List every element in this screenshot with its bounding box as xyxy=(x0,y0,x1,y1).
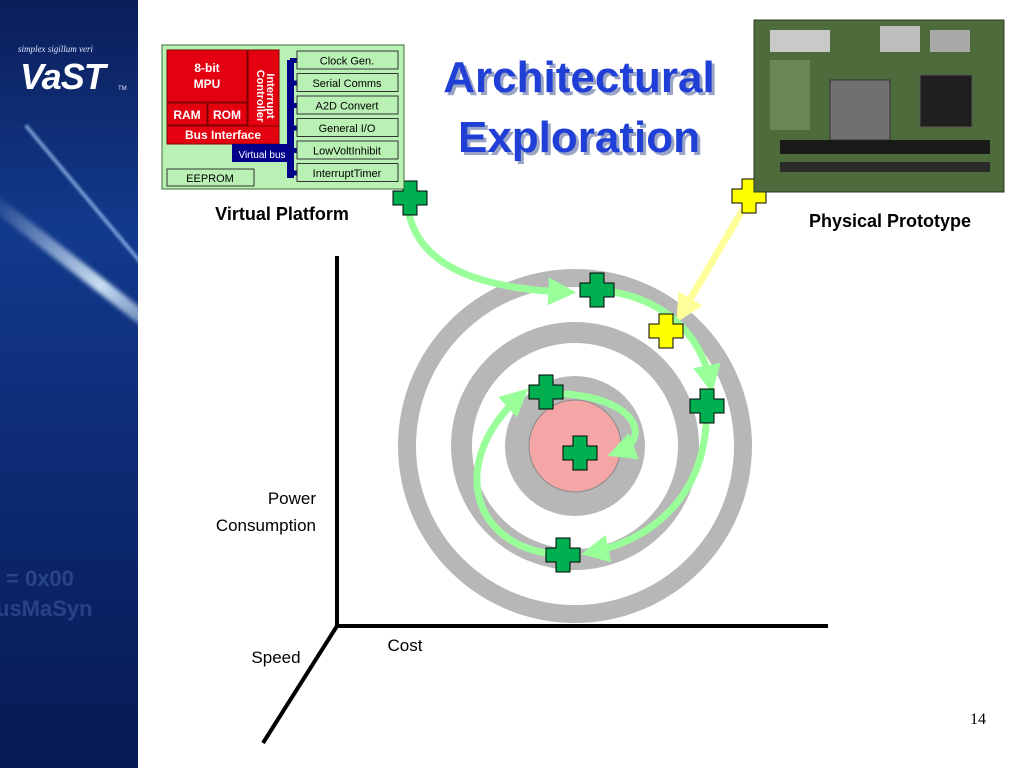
peripheral-label: LowVoltInhibit xyxy=(313,146,381,158)
cross-green-outer xyxy=(579,272,615,308)
arrow-outer-to-right xyxy=(609,288,721,393)
peripheral-box xyxy=(296,95,399,115)
cross-green-center xyxy=(562,435,598,471)
slide-title: Architectural Architectural Exploration … xyxy=(443,53,717,165)
peripheral-connector xyxy=(290,103,297,108)
peripheral-connector xyxy=(290,148,297,153)
peripheral-label: InterruptTimer xyxy=(313,168,382,180)
logo-tagline: simplex sigillum veri xyxy=(18,44,93,54)
cross-yellow-outer xyxy=(648,313,684,349)
virtual-platform-diagram: 8-bit MPU Interrupt Controller RAM ROM B… xyxy=(161,44,405,190)
bus-interface-block xyxy=(166,125,280,145)
ram-block xyxy=(166,102,208,126)
board-slot-2 xyxy=(780,162,990,172)
interrupt-controller-label-1: Interrupt xyxy=(264,73,276,119)
interrupt-controller-label-2: Controller xyxy=(254,70,266,123)
peripheral-box xyxy=(296,50,399,70)
peripheral-box xyxy=(296,140,399,160)
page-number: 14 xyxy=(970,711,986,728)
sidebar-banner: simplex sigillum veri VaST TM = 0x00 usM… xyxy=(0,0,138,768)
peripheral-connector xyxy=(290,125,297,131)
eeprom-block xyxy=(166,168,255,187)
title-shadow-2: Exploration xyxy=(461,116,703,165)
cost-label: Cost xyxy=(388,636,423,655)
board-chip-2 xyxy=(919,74,973,128)
physical-prototype-board-image xyxy=(753,19,1005,193)
speed-label: Speed xyxy=(251,648,300,667)
vast-logo: VaST xyxy=(20,56,106,97)
ram-label: RAM xyxy=(173,108,200,122)
arrow-virtual-to-outer xyxy=(405,210,577,306)
arrow-bottom-to-upper-left xyxy=(473,388,550,557)
arrow-to-center xyxy=(562,390,639,460)
virtual-platform-caption: Virtual Platform xyxy=(215,204,349,224)
peripheral-box xyxy=(296,163,399,182)
peripheral-box xyxy=(296,73,399,92)
peripheral-connector xyxy=(290,58,297,63)
cross-green-start xyxy=(392,180,428,216)
rom-label: ROM xyxy=(213,108,241,122)
cross-green-upper-left xyxy=(528,374,564,410)
cross-green-right xyxy=(689,388,725,424)
background-code-text-2: usMaSyn xyxy=(0,596,93,621)
board-connector-3 xyxy=(930,30,970,52)
title-shadow-1: Architectural xyxy=(446,56,717,105)
rom-block xyxy=(207,102,248,126)
peripheral-box xyxy=(296,118,399,137)
board-connector-1 xyxy=(770,30,830,52)
arrow-right-to-bottom xyxy=(581,422,710,563)
title-line-1: Architectural xyxy=(443,53,714,102)
peripheral-connector xyxy=(290,170,297,176)
cross-green-bottom xyxy=(545,537,581,573)
title-line-2: Exploration xyxy=(458,113,700,162)
bus-interface-label: Bus Interface xyxy=(185,128,261,142)
board-chip-1 xyxy=(829,79,891,141)
board-area xyxy=(770,60,810,130)
mpu-block xyxy=(166,49,248,103)
power-consumption-label-2: Consumption xyxy=(216,516,316,535)
trademark-mark: TM xyxy=(118,86,127,92)
board-connector-2 xyxy=(880,26,920,52)
peripheral-connector xyxy=(290,80,297,86)
peripheral-label: Serial Comms xyxy=(312,78,382,90)
arrows xyxy=(405,207,746,563)
speed-axis xyxy=(261,624,339,745)
board-slot-1 xyxy=(780,140,990,154)
virtual-bus-spine xyxy=(287,60,294,178)
virtual-bus-label: Virtual bus xyxy=(238,150,285,161)
peripheral-label: A2D Convert xyxy=(316,101,379,113)
background-code-text-1: = 0x00 xyxy=(6,566,74,591)
axes xyxy=(261,256,828,745)
peripheral-label: Clock Gen. xyxy=(320,56,374,68)
power-consumption-label-1: Power xyxy=(268,489,317,508)
mpu-label-2: MPU xyxy=(194,77,221,91)
arrow-prototype-to-outer xyxy=(676,207,746,323)
markers xyxy=(392,178,767,573)
mpu-label-1: 8-bit xyxy=(194,61,219,75)
eeprom-label: EEPROM xyxy=(186,173,234,185)
peripheral-label: General I/O xyxy=(319,123,376,135)
virtual-bus-bar xyxy=(232,144,290,162)
physical-prototype-caption: Physical Prototype xyxy=(809,211,971,231)
